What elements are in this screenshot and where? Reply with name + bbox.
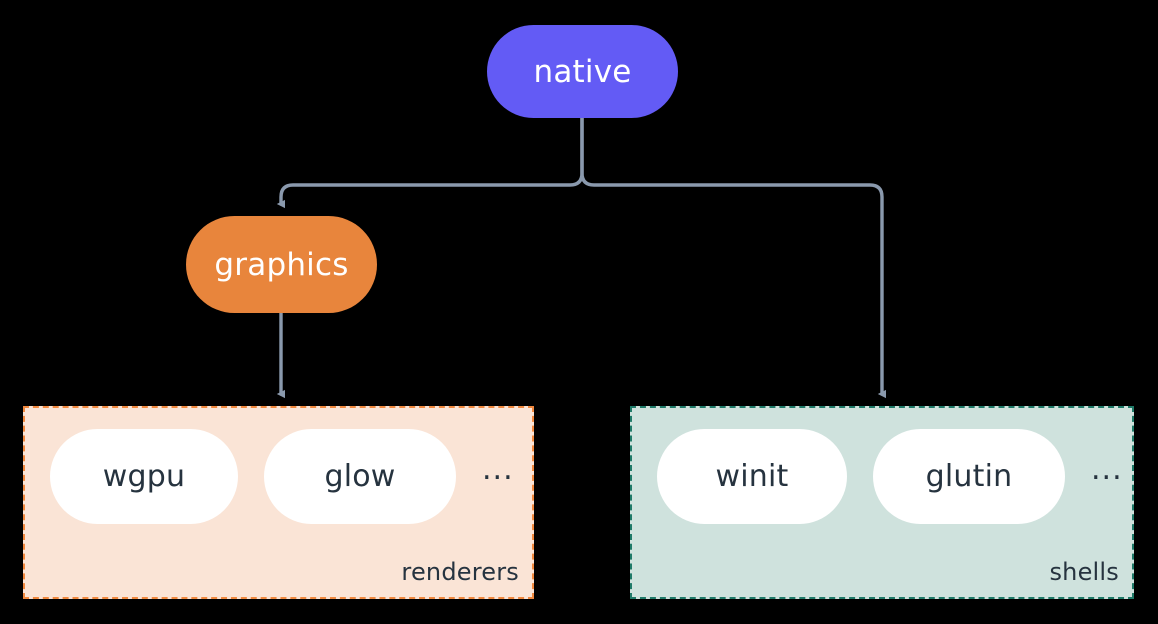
cluster-renderers-label: renderers [401,558,519,586]
node-wgpu-label: wgpu [102,459,186,494]
node-graphics-label: graphics [214,246,349,283]
cluster-renderers-items: wgpu glow ... [25,429,532,524]
node-glutin[interactable]: glutin [873,429,1065,524]
cluster-shells-items: winit glutin ... [632,429,1132,524]
node-glutin-label: glutin [925,459,1013,494]
node-graphics[interactable]: graphics [186,216,377,313]
cluster-shells: winit glutin ... shells [630,406,1134,599]
shells-overflow-ellipsis: ... [1091,451,1123,487]
node-glow-label: glow [324,459,396,494]
node-native-label: native [533,53,632,90]
renderers-overflow-ellipsis: ... [482,451,514,487]
cluster-renderers: wgpu glow ... renderers [23,406,534,599]
node-wgpu[interactable]: wgpu [50,429,238,524]
edge-native-to-shells [580,116,887,399]
node-glow[interactable]: glow [264,429,456,524]
edge-native-to-graphics [276,116,584,209]
node-winit[interactable]: winit [657,429,847,524]
node-winit-label: winit [715,459,789,494]
cluster-shells-label: shells [1049,558,1119,586]
node-native[interactable]: native [487,25,678,118]
